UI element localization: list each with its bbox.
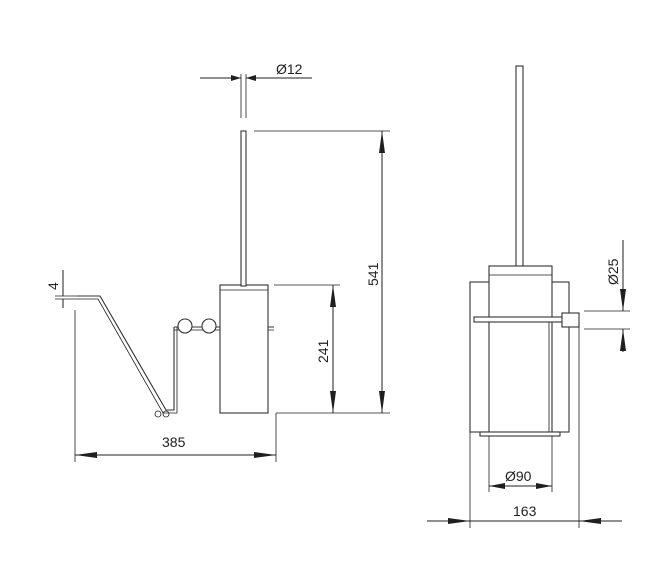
base-feet xyxy=(479,431,561,437)
wall-bracket xyxy=(77,295,175,411)
arrow xyxy=(379,391,385,413)
holder-band xyxy=(473,316,565,323)
bracket-thickness-label: 4 xyxy=(45,282,61,290)
side-view: Ø12 4 541 241 385 xyxy=(45,61,390,462)
arrow xyxy=(254,452,276,458)
container-side xyxy=(219,284,269,414)
front-view: Ø25 Ø90 163 xyxy=(427,65,630,528)
total-height-label: 541 xyxy=(365,262,381,286)
arrow xyxy=(536,483,552,489)
rod-diameter-label: Ø12 xyxy=(276,61,303,77)
arrow xyxy=(620,289,626,311)
ring-right xyxy=(201,318,217,334)
total-width-label: 163 xyxy=(513,503,537,519)
foot-left xyxy=(154,410,162,418)
holder-knob xyxy=(561,312,580,328)
brush-head-diameter-label: Ø90 xyxy=(505,468,532,484)
container-front xyxy=(488,265,553,434)
total-depth-label: 385 xyxy=(162,434,186,450)
ring-left xyxy=(177,318,193,334)
arrow xyxy=(330,285,336,307)
arrow xyxy=(330,391,336,413)
arrow xyxy=(579,518,601,524)
holder-diameter-label: Ø25 xyxy=(605,258,621,285)
arrow xyxy=(489,483,505,489)
arrow xyxy=(231,75,241,81)
brush-rod-side xyxy=(240,130,247,287)
arrow xyxy=(448,518,470,524)
arrow xyxy=(246,75,256,81)
foot-right xyxy=(162,410,170,418)
container-height-label: 241 xyxy=(315,339,331,363)
arrow xyxy=(75,452,97,458)
arrow xyxy=(620,329,626,351)
arrow xyxy=(379,131,385,153)
brush-rod-front xyxy=(515,65,524,269)
